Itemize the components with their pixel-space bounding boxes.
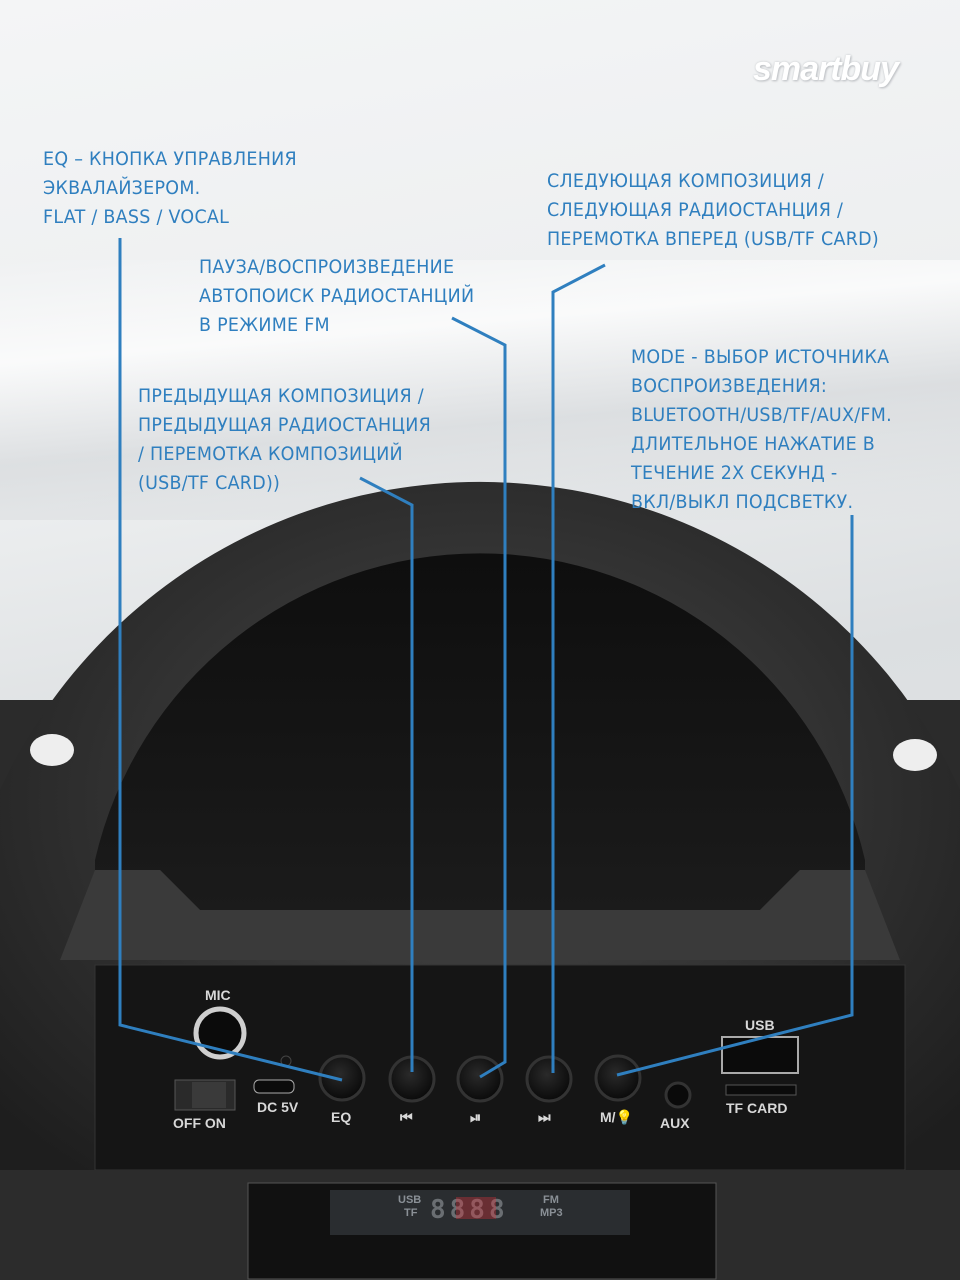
aux-label: AUX (660, 1115, 690, 1131)
brand-logo: smartbuy (752, 50, 899, 88)
strap-hole-right (893, 739, 937, 771)
eq-label: EQ (331, 1109, 351, 1125)
background-sheen (0, 260, 960, 520)
display-active-digits (456, 1197, 496, 1219)
mic-label: MIC (205, 987, 231, 1003)
annotation-previous: ПРЕДЫДУЩАЯ КОМПОЗИЦИЯ / ПРЕДЫДУЩАЯ РАДИО… (138, 385, 432, 494)
usb-port (721, 1036, 799, 1074)
usb-label: USB (745, 1017, 775, 1033)
handle-opening (95, 553, 865, 910)
mode-label: M/💡 (600, 1109, 633, 1126)
display-window (330, 1190, 630, 1235)
aux-jack (664, 1081, 692, 1109)
annotation-next: СЛЕДУЮЩАЯ КОМПОЗИЦИЯ / СЛЕДУЮЩАЯ РАДИОСТ… (547, 170, 879, 250)
play-pause-label: ⏯ (470, 1109, 481, 1125)
strap-hole-left (30, 734, 74, 766)
display-digits: 8888 (430, 1195, 509, 1225)
button-mode[interactable] (594, 1054, 642, 1102)
leader-lines (118, 238, 854, 1082)
button-play-pause[interactable] (456, 1055, 504, 1103)
dc-port (253, 1079, 295, 1094)
annotation-play-pause: ПАУЗА/ВОСПРОИЗВЕДЕНИЕ АВТОПОИСК РАДИОСТА… (199, 256, 475, 336)
leader-next (551, 263, 606, 1073)
dc-label: DC 5V (257, 1099, 299, 1115)
button-eq[interactable] (318, 1054, 366, 1102)
display-mp3: MP3 (540, 1207, 563, 1219)
annotation-eq: EQ – КНОПКА УПРАВЛЕНИЯ ЭКВАЛАЙЗЕРОМ. FLA… (43, 148, 297, 228)
leader-eq (118, 238, 343, 1082)
mic-jack (193, 1006, 247, 1060)
previous-label: ⏮ (400, 1109, 413, 1125)
leader-play-pause (451, 316, 507, 1079)
leader-mode (616, 515, 854, 1077)
leader-previous (359, 476, 414, 1072)
handle-ledge (60, 870, 900, 960)
button-next[interactable] (525, 1055, 573, 1103)
display-tf: TF (404, 1207, 418, 1219)
tf-slot (725, 1084, 797, 1096)
display-fm: FM (543, 1194, 559, 1206)
power-switch-knob (192, 1082, 226, 1108)
power-label: OFF ON (173, 1115, 226, 1131)
annotation-mode: MODE - ВЫБОР ИСТОЧНИКА ВОСПРОИЗВЕДЕНИЯ: … (631, 346, 892, 513)
tf-label: TF CARD (726, 1100, 787, 1116)
next-label: ⏭ (538, 1109, 551, 1125)
display-usb: USB (398, 1194, 421, 1206)
